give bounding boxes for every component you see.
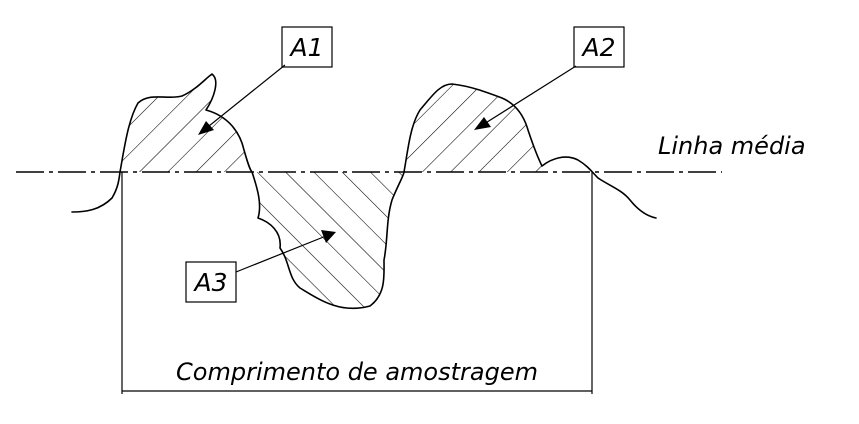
surface-profile (71, 73, 657, 310)
mean-line-label: Linha média (658, 132, 806, 160)
arrowhead-a2 (474, 117, 491, 130)
arrowhead-a1 (198, 121, 214, 135)
area-a1-hatch (120, 74, 252, 172)
label-box-a1 (281, 26, 333, 68)
leader-a1 (203, 64, 286, 131)
label-box-a2 (573, 26, 625, 68)
arrowhead-a3 (321, 230, 336, 243)
leader-a3 (235, 235, 327, 273)
label-a3: A3 (192, 268, 227, 297)
label-a1: A1 (288, 33, 323, 62)
sampling-length-label: Comprimento de amostragem (176, 358, 538, 386)
label-a2: A2 (580, 33, 615, 62)
leader-a2 (483, 65, 577, 125)
label-box-a3 (185, 261, 237, 303)
